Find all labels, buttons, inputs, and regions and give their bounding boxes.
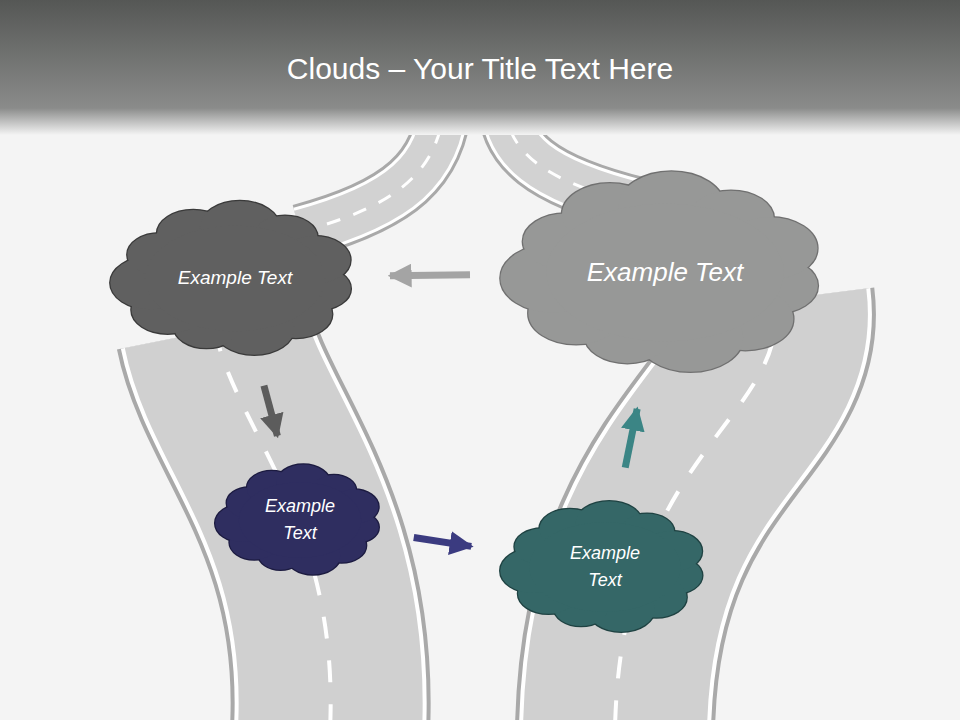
flow-arrow [414, 538, 472, 547]
cloud-shape [500, 497, 710, 637]
flow-arrow [264, 386, 277, 436]
cloud-label: Example Text [178, 264, 292, 293]
cloud-label: Example Text [255, 493, 345, 547]
cloud-label: Example Text [560, 540, 650, 594]
header-band [0, 0, 960, 135]
cloud-label: Example Text [587, 253, 744, 292]
cloud-shape [215, 461, 385, 579]
slide-title: Clouds – Your Title Text Here [0, 52, 960, 86]
cloud-node: Example Text [110, 196, 360, 361]
cloud-node: Example Text [215, 461, 385, 579]
flow-arrow [625, 409, 637, 468]
road [215, 100, 776, 720]
cloud-node: Example Text [500, 165, 830, 380]
cloud-node: Example Text [500, 497, 710, 637]
flow-arrow [390, 275, 470, 276]
